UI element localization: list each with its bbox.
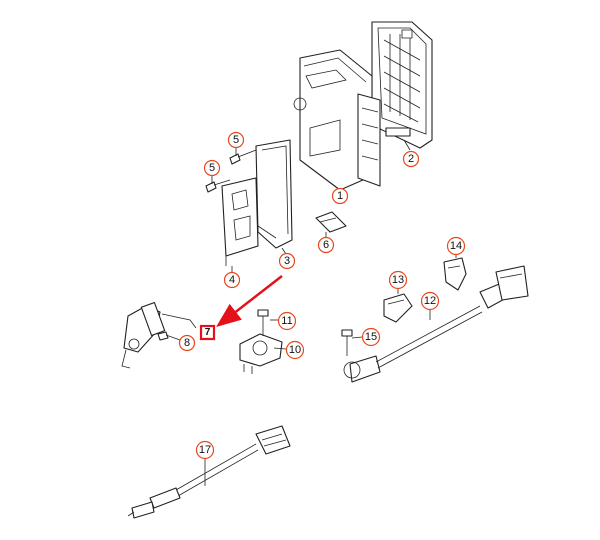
callout-5-upper[interactable]: 5 xyxy=(227,131,245,149)
svg-text:13: 13 xyxy=(392,274,404,286)
highlight-arrow xyxy=(216,275,283,328)
callout-5-lower[interactable]: 5 xyxy=(203,159,221,177)
svg-text:7: 7 xyxy=(205,327,211,338)
svg-text:14: 14 xyxy=(450,240,462,252)
callout-13[interactable]: 13 xyxy=(388,270,408,290)
svg-text:2: 2 xyxy=(408,153,414,165)
svg-text:6: 6 xyxy=(323,239,329,251)
callout-12[interactable]: 12 xyxy=(420,291,440,311)
callout-3[interactable]: 3 xyxy=(278,252,296,270)
part-5-screw-upper[interactable] xyxy=(229,149,257,165)
crankshaft-sensor[interactable] xyxy=(121,301,166,369)
callout-10[interactable]: 10 xyxy=(285,340,305,360)
callout-6[interactable]: 6 xyxy=(317,236,335,254)
part-13-clamp[interactable] xyxy=(383,293,413,323)
callout-15[interactable]: 15 xyxy=(361,327,381,347)
svg-text:4: 4 xyxy=(229,274,235,286)
svg-text:11: 11 xyxy=(281,315,292,327)
svg-text:17: 17 xyxy=(199,444,211,456)
part-6-clip[interactable] xyxy=(315,211,347,233)
svg-text:5: 5 xyxy=(233,134,239,146)
callout-8[interactable]: 8 xyxy=(178,334,196,352)
part-3-bracket[interactable] xyxy=(255,139,293,249)
part-10-knock-sensor[interactable] xyxy=(239,333,283,374)
part-4-bracket-plate[interactable] xyxy=(221,177,259,266)
svg-text:5: 5 xyxy=(209,162,215,174)
callout-14[interactable]: 14 xyxy=(446,236,466,256)
svg-text:10: 10 xyxy=(289,344,301,356)
svg-text:15: 15 xyxy=(365,331,377,343)
part-15-bolt[interactable] xyxy=(341,329,353,356)
part-14-clip[interactable] xyxy=(443,257,467,291)
part-1-control-unit[interactable] xyxy=(293,49,381,191)
callout-17[interactable]: 17 xyxy=(195,440,215,460)
callout-1[interactable]: 1 xyxy=(331,187,349,205)
part-11-bolt[interactable] xyxy=(257,309,269,336)
part-8-screw[interactable] xyxy=(157,331,181,341)
part-7-leader xyxy=(161,313,197,329)
callout-2[interactable]: 2 xyxy=(402,150,420,168)
callout-4[interactable]: 4 xyxy=(223,271,241,289)
callout-7-selected[interactable]: 7 xyxy=(199,324,216,341)
part-17-lambda-probe[interactable] xyxy=(127,425,291,519)
callout-11[interactable]: 11 xyxy=(277,311,297,331)
part-5-screw-lower[interactable] xyxy=(205,179,231,193)
svg-text:8: 8 xyxy=(184,337,190,349)
part-12-knock-sensor-harness[interactable] xyxy=(343,265,529,383)
part-2-cover-plate[interactable] xyxy=(371,21,433,149)
svg-text:3: 3 xyxy=(284,255,290,267)
svg-text:12: 12 xyxy=(424,295,436,307)
svg-text:1: 1 xyxy=(337,190,343,202)
